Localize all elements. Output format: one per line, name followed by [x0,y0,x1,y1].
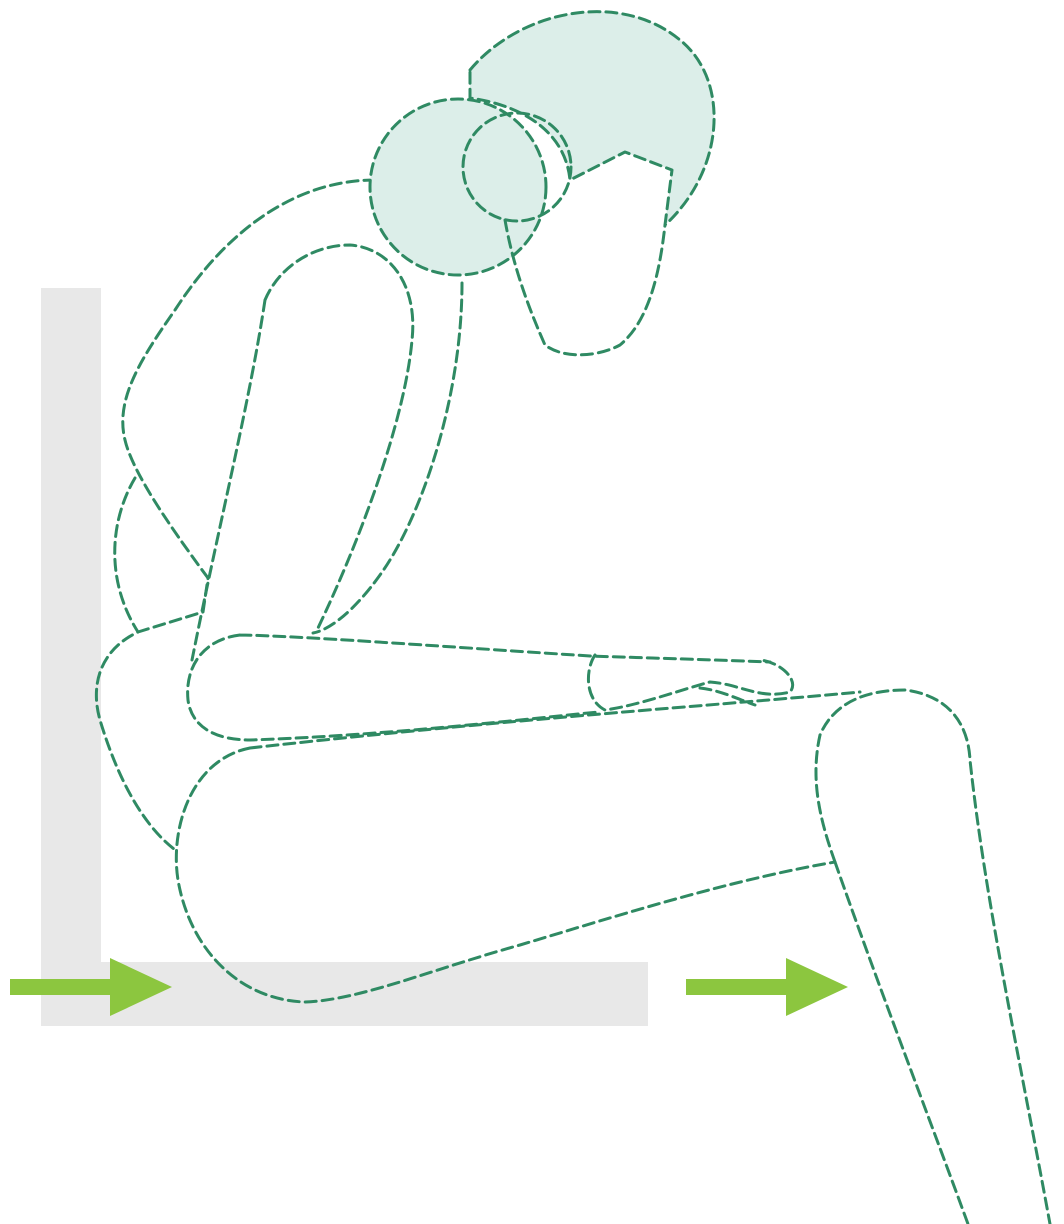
knee-arrow [686,958,848,1016]
shin [816,690,1050,1224]
torso-inner [115,478,138,632]
torso [96,180,375,852]
chair [41,288,648,1026]
upper-arm [192,245,413,660]
head-front [370,99,546,275]
neck [313,283,462,633]
seated-figure [96,12,1050,1224]
chair-backrest [41,288,101,1026]
